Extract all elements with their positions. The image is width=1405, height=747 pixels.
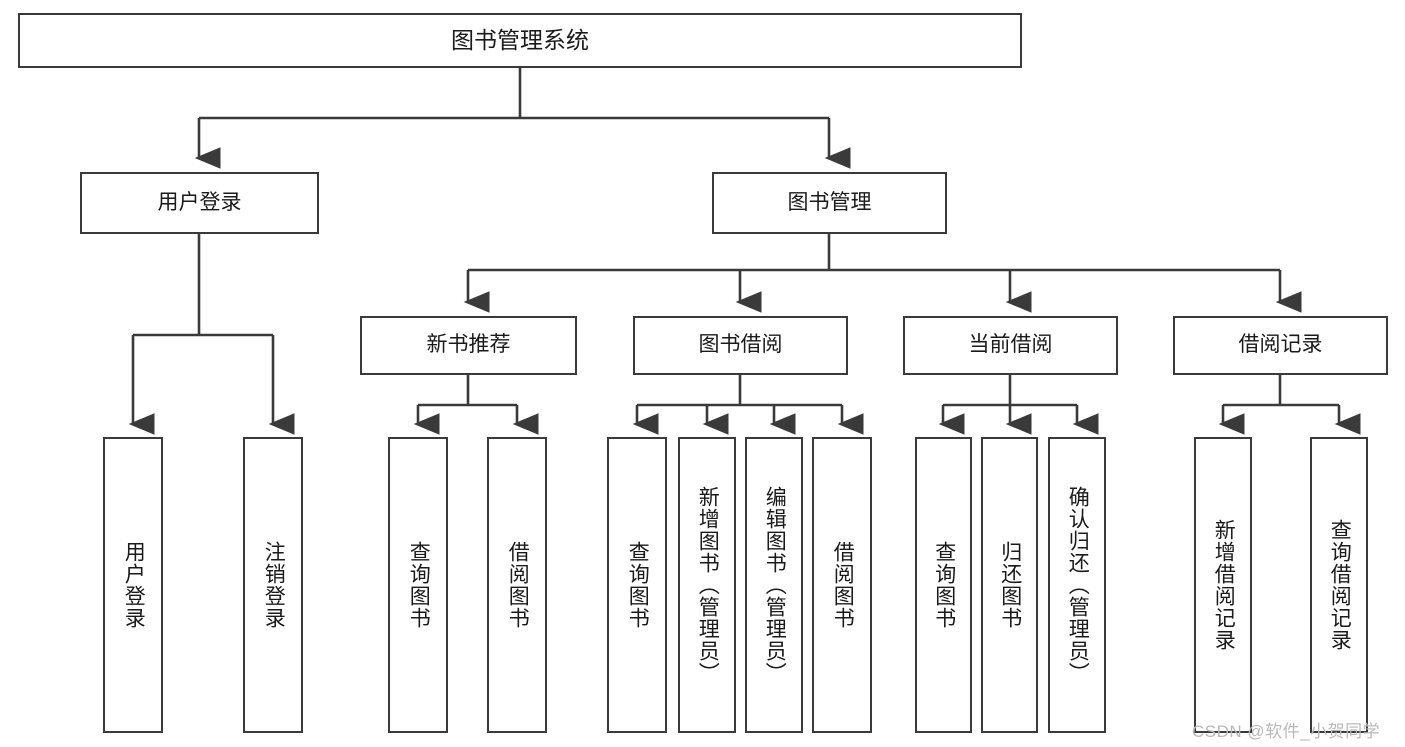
node-leaf-add-record[interactable]: 新增借阅记录 bbox=[1194, 437, 1252, 733]
node-leaf-query-record-label: 查询借阅记录 bbox=[1328, 519, 1352, 651]
node-leaf-query-record[interactable]: 查询借阅记录 bbox=[1310, 437, 1368, 733]
node-current-borrow-label: 当前借阅 bbox=[968, 333, 1053, 357]
node-leaf-query-book-cur-label: 查询图书 bbox=[932, 541, 956, 629]
node-leaf-edit-book[interactable]: 编辑图书（管理员） bbox=[745, 437, 803, 733]
node-book-borrow-label: 图书借阅 bbox=[698, 333, 783, 357]
node-current-borrow[interactable]: 当前借阅 bbox=[903, 316, 1118, 375]
node-leaf-query-book-rec-label: 查询图书 bbox=[407, 541, 431, 629]
node-leaf-user-logout-label: 注销登录 bbox=[262, 541, 286, 629]
node-leaf-query-book-rec[interactable]: 查询图书 bbox=[388, 437, 448, 733]
node-borrow-record[interactable]: 借阅记录 bbox=[1173, 316, 1388, 375]
node-leaf-add-book[interactable]: 新增图书（管理员） bbox=[678, 437, 736, 733]
node-leaf-return-book-label: 归还图书 bbox=[998, 541, 1022, 629]
node-leaf-borrow-book-label: 借阅图书 bbox=[831, 541, 855, 629]
node-leaf-query-book-label: 查询图书 bbox=[626, 541, 650, 629]
node-leaf-query-book[interactable]: 查询图书 bbox=[607, 437, 667, 733]
node-leaf-edit-book-label: 编辑图书（管理员） bbox=[763, 486, 787, 684]
node-leaf-add-record-label: 新增借阅记录 bbox=[1212, 519, 1236, 651]
watermark: CSDN @软件_小贺同学 bbox=[1192, 722, 1381, 741]
node-book-manage-label: 图书管理 bbox=[787, 190, 872, 214]
node-leaf-user-login[interactable]: 用户登录 bbox=[103, 437, 163, 733]
node-leaf-confirm-return-label: 确认归还（管理员） bbox=[1066, 486, 1090, 684]
node-leaf-borrow-book-rec[interactable]: 借阅图书 bbox=[487, 437, 547, 733]
node-leaf-borrow-book[interactable]: 借阅图书 bbox=[812, 437, 872, 733]
node-leaf-user-logout[interactable]: 注销登录 bbox=[243, 437, 303, 733]
node-borrow-record-label: 借阅记录 bbox=[1238, 333, 1323, 357]
node-new-book-recommend[interactable]: 新书推荐 bbox=[360, 316, 577, 375]
node-leaf-return-book[interactable]: 归还图书 bbox=[981, 437, 1038, 733]
node-leaf-confirm-return[interactable]: 确认归还（管理员） bbox=[1048, 437, 1106, 733]
node-book-manage[interactable]: 图书管理 bbox=[712, 172, 947, 234]
node-leaf-borrow-book-rec-label: 借阅图书 bbox=[506, 541, 530, 629]
node-new-book-recommend-label: 新书推荐 bbox=[426, 333, 511, 357]
node-root-label: 图书管理系统 bbox=[451, 26, 589, 53]
node-root[interactable]: 图书管理系统 bbox=[18, 13, 1022, 68]
node-user-login[interactable]: 用户登录 bbox=[80, 172, 319, 234]
node-leaf-query-book-cur[interactable]: 查询图书 bbox=[915, 437, 972, 733]
node-leaf-add-book-label: 新增图书（管理员） bbox=[696, 486, 720, 684]
node-user-login-label: 用户登录 bbox=[157, 190, 242, 214]
node-book-borrow[interactable]: 图书借阅 bbox=[633, 316, 848, 375]
node-leaf-user-login-label: 用户登录 bbox=[122, 541, 146, 629]
